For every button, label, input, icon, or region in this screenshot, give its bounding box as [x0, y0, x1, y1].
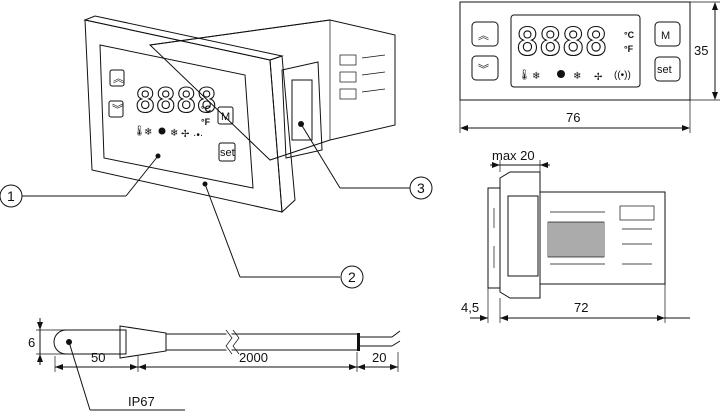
probe-diameter-dimension: 6 [28, 335, 35, 350]
side-housing [539, 191, 666, 285]
fan-icon: ✢ [594, 72, 602, 83]
callout-2 [340, 265, 364, 289]
mounting-clip [281, 61, 323, 159]
callout-1-label: 1 [7, 188, 15, 204]
status-icons: 🌡 ❄ ❄ ✢ ·•· [133, 125, 203, 141]
up-button[interactable] [471, 21, 499, 47]
ribbed-area [547, 221, 605, 258]
alarm-icon: ·•· [193, 130, 203, 141]
mode-button[interactable] [654, 21, 681, 47]
panel-frame-top [83, 15, 284, 61]
cable-length: 2000 [239, 350, 268, 365]
callout-3-label: 3 [417, 180, 425, 196]
sun-icon [557, 70, 565, 78]
unit-celsius: °C [624, 30, 635, 40]
probe-sleeve [119, 325, 167, 359]
mode-button-label: M [661, 30, 670, 42]
front-width-dimension: 76 [566, 110, 580, 125]
sun-icon [158, 127, 166, 135]
front-panel-outline [459, 1, 691, 101]
callout-3 [409, 176, 433, 200]
alarm-icon: ((•)) [614, 70, 631, 81]
probe-tip [53, 329, 127, 355]
unit-fahrenheit: °F [201, 117, 211, 127]
chevron-up-icon: ︽ [113, 73, 124, 85]
housing-slot [339, 71, 357, 83]
set-button[interactable] [218, 142, 236, 162]
display-digits: 8888 [135, 81, 217, 121]
front-face [99, 44, 254, 189]
depth-dimension: 72 [574, 300, 588, 315]
side-view: max 20 4,5 72 [461, 148, 690, 323]
clamp-body [507, 195, 539, 277]
status-icons: 🌡 ❄ ❄ ✢ ((•)) [518, 69, 631, 83]
set-button-label: set [657, 64, 672, 76]
chevron-up-icon: ︽ [478, 30, 489, 42]
perspective-view: 8888 °C °F 🌡 ❄ ❄ ✢ ·•· ︽ ︾ M set 1 [0, 15, 433, 289]
set-button-label: set [220, 147, 235, 159]
display-digits: 8888 [516, 20, 608, 64]
mode-button-label: M [221, 111, 230, 123]
callout-1 [0, 184, 23, 208]
probe-tip-length: 50 [91, 350, 105, 365]
display-window [510, 14, 641, 88]
housing-slot [339, 54, 357, 66]
unit-celsius: °C [201, 104, 212, 114]
panel-max-dimension: max 20 [492, 148, 535, 163]
ip-rating-label: IP67 [128, 394, 155, 409]
front-bezel [84, 19, 283, 213]
set-button[interactable] [654, 56, 681, 82]
housing-label-plate [619, 205, 655, 221]
callout-2-label: 2 [348, 269, 356, 285]
fan-icon: ✢ [181, 129, 189, 140]
chevron-down-icon: ︾ [478, 63, 489, 76]
unit-fahrenheit: °F [624, 44, 634, 54]
panel-clamp [499, 171, 541, 299]
lead-length: 20 [372, 350, 386, 365]
defrost-icon: ❄ [170, 128, 178, 139]
thermometer-icon: 🌡 [133, 125, 146, 137]
housing-slot [339, 88, 357, 100]
display-window-perspective: 8888 °C °F 🌡 ❄ ❄ ✢ ·•· [133, 80, 217, 141]
bezel-flange [487, 187, 501, 289]
snowflake-icon: ❄ [532, 71, 540, 82]
up-button[interactable] [109, 69, 125, 87]
thermometer-icon: 🌡 [518, 69, 531, 81]
defrost-icon: ❄ [573, 71, 581, 82]
down-button[interactable] [471, 55, 499, 81]
flange-dimension: 4,5 [461, 300, 479, 315]
temperature-probe: 6 50 2000 20 IP67 [28, 318, 401, 411]
mode-button[interactable] [217, 106, 234, 125]
snowflake-icon: ❄ [144, 127, 152, 138]
front-height-dimension: 35 [694, 43, 708, 58]
down-button[interactable] [108, 100, 124, 118]
chevron-down-icon: ︾ [112, 103, 123, 116]
front-view: ︽ ︾ 8888 °C °F 🌡 ❄ ❄ ✢ ((•)) M set 76 [459, 1, 720, 133]
